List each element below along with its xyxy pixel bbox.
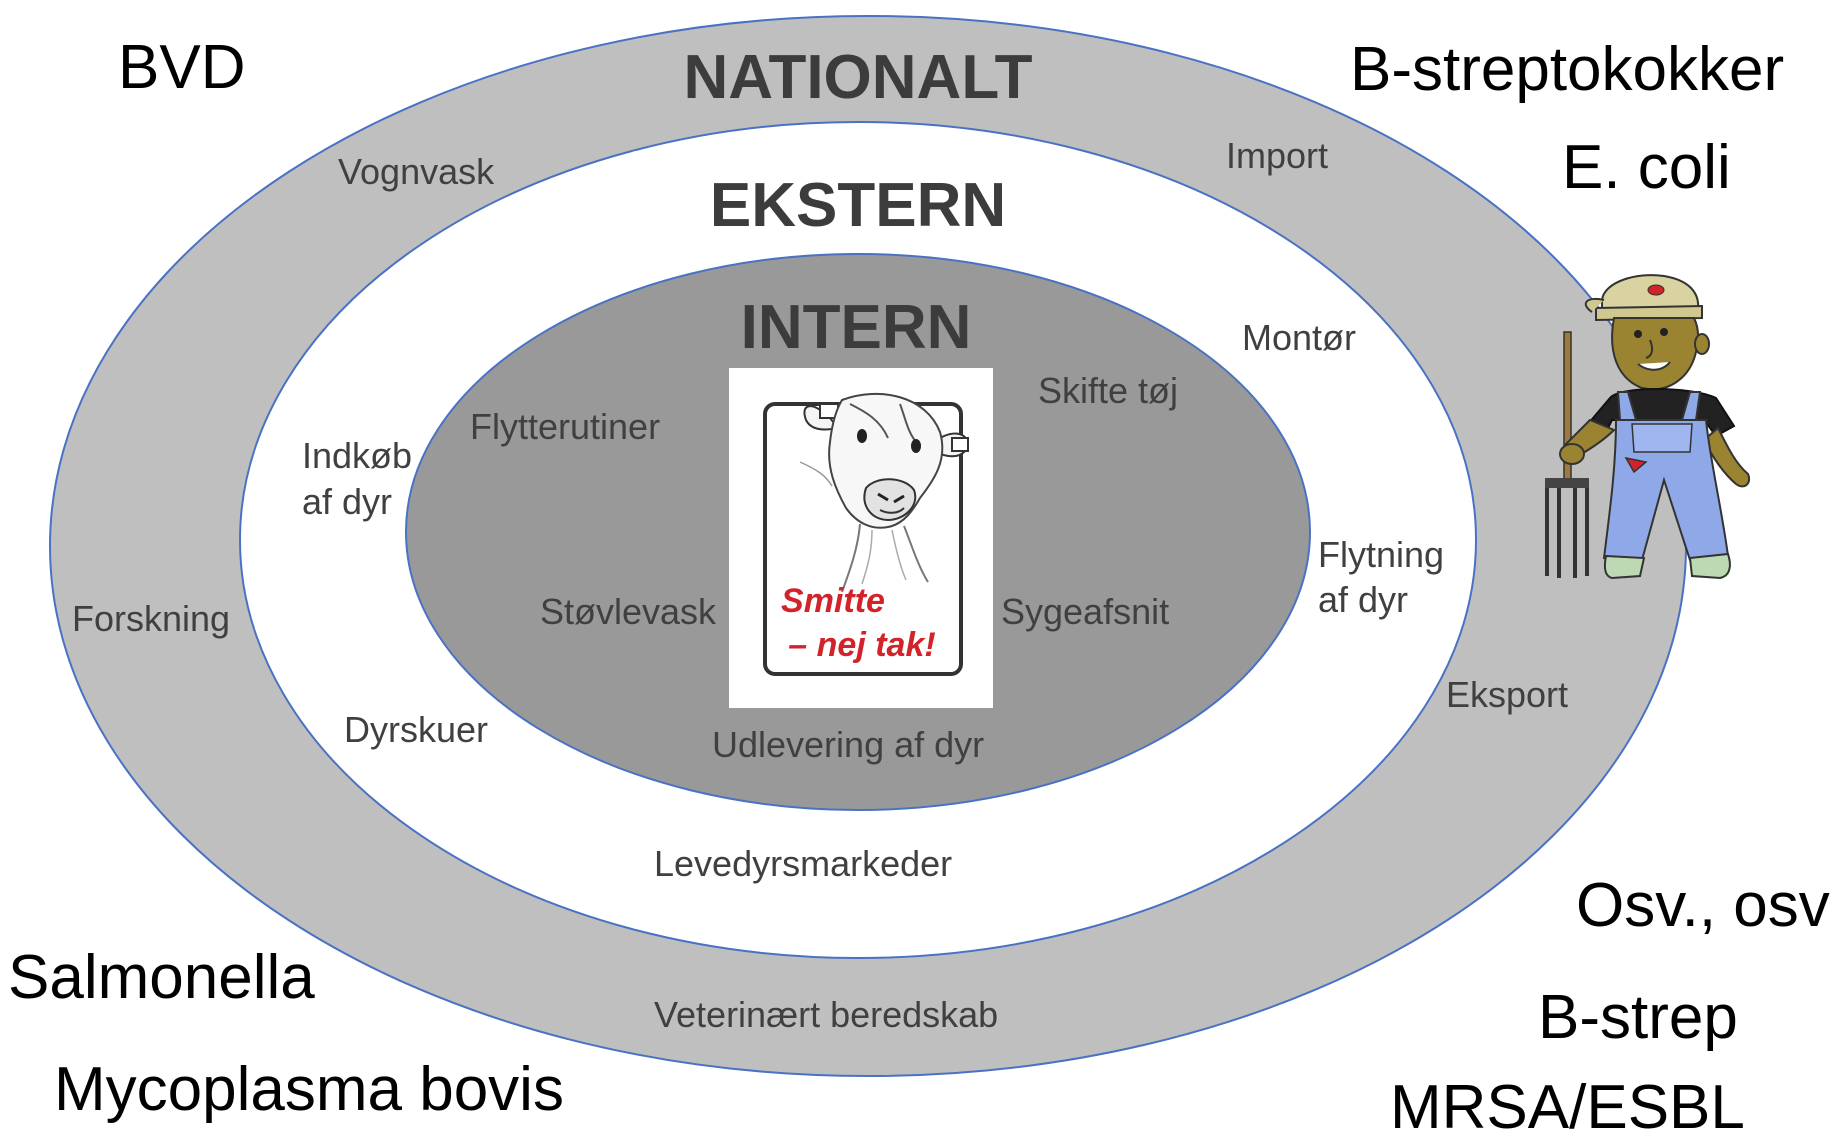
zone-title-external: EKSTERN — [710, 171, 1006, 240]
national-item-import: Import — [1226, 135, 1328, 176]
external-item-montor: Montør — [1242, 317, 1356, 358]
pitchfork-icon — [1545, 331, 1589, 578]
external-item-indkob-line1: Indkøb — [302, 435, 412, 476]
pathogen-mycoplasma: Mycoplasma bovis — [54, 1055, 564, 1124]
pathogen-osv: Osv., osv — [1576, 871, 1830, 940]
pathogen-mrsa: MRSA/ESBL — [1390, 1073, 1745, 1132]
pathogen-salmonella: Salmonella — [8, 943, 315, 1012]
zone-title-national: NATIONALT — [684, 43, 1033, 112]
internal-item-flytterutiner: Flytterutiner — [470, 406, 660, 447]
external-item-flytning-line2: af dyr — [1318, 579, 1408, 620]
farmer-icon — [1545, 274, 1750, 580]
internal-item-skifte: Skifte tøj — [1038, 370, 1178, 411]
pathogen-bvd: BVD — [118, 33, 245, 102]
national-item-eksport: Eksport — [1446, 674, 1568, 715]
internal-item-udlevering: Udlevering af dyr — [712, 724, 984, 765]
national-item-veterinaert: Veterinært beredskab — [654, 994, 998, 1035]
external-item-indkob-line2: af dyr — [302, 481, 392, 522]
external-item-dyrskuer: Dyrskuer — [344, 709, 488, 750]
national-item-forskning: Forskning — [72, 598, 230, 639]
sign-text-line1: Smitte — [781, 582, 885, 620]
external-item-levedyr: Levedyrsmarkeder — [654, 843, 952, 884]
internal-item-sygeafsnit: Sygeafsnit — [1001, 591, 1169, 632]
internal-item-stovlevask: Støvlevask — [540, 591, 717, 632]
zone-title-internal: INTERN — [741, 293, 972, 362]
cow-sign-icon: Smitte – nej tak! — [729, 368, 993, 708]
pathogen-ecoli: E. coli — [1562, 133, 1731, 202]
pathogen-bstrep: B-strep — [1538, 983, 1738, 1052]
national-item-vognvask: Vognvask — [338, 151, 495, 192]
sign-text-line2: – nej tak! — [788, 626, 935, 664]
external-item-flytning-line1: Flytning — [1318, 534, 1444, 575]
pathogen-bstreptokokker: B-streptokokker — [1350, 35, 1784, 104]
